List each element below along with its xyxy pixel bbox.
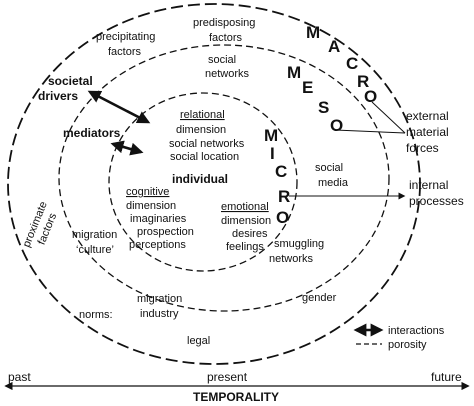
legend-interactions-label: interactions <box>388 325 445 337</box>
predisposing-label: factors <box>209 32 243 44</box>
macro-letter: A <box>328 37 340 56</box>
cognitive-item: prospection <box>137 226 194 238</box>
cognitive-item: perceptions <box>129 239 186 251</box>
meso-letter: M <box>287 63 301 82</box>
legend: interactions porosity <box>353 323 445 351</box>
emotional-item: feelings <box>226 241 264 253</box>
social-media-label: media <box>318 177 349 189</box>
social-networks-label: networks <box>205 68 250 80</box>
micro-letter: R <box>278 187 290 206</box>
cognitive-dimension: dimension <box>126 200 176 212</box>
meso-ring-label: M E S O <box>287 63 343 135</box>
micro-letter: M <box>264 126 278 145</box>
macro-ring-label: M A C R O <box>306 23 377 106</box>
relational-item: social location <box>170 151 239 163</box>
timeline-future: future <box>431 370 462 384</box>
timeline-present: present <box>207 370 248 384</box>
meso-letter: S <box>318 98 329 117</box>
external-forces-line <box>334 129 406 134</box>
micro-letter: C <box>275 162 287 181</box>
precipitating-label: factors <box>108 46 142 58</box>
external-material-forces-label: material <box>406 125 449 139</box>
micro-ring <box>108 92 298 272</box>
macro-letter: O <box>364 87 377 106</box>
migration-industry-label: industry <box>140 308 179 320</box>
macro-ring <box>7 3 421 365</box>
smuggling-networks-label: smuggling <box>274 238 324 250</box>
micro-letter: I <box>270 144 275 163</box>
societal-drivers-label: societal <box>48 74 93 88</box>
emotional-label: emotional <box>221 201 269 213</box>
norms-label: norms: <box>79 309 113 321</box>
migration-culture-label: ‘culture’ <box>76 244 114 256</box>
societal-drivers-label: drivers <box>38 89 78 103</box>
timeline-past: past <box>8 370 31 384</box>
emotional-item: desires <box>232 228 268 240</box>
migration-industry-label: migration <box>137 293 182 305</box>
relational-dimension: dimension <box>176 124 226 136</box>
macro-letter: M <box>306 23 320 42</box>
legend-porosity-label: porosity <box>388 339 427 351</box>
macro-letter: R <box>357 72 369 91</box>
external-forces-line <box>371 101 406 134</box>
emotional-dimension: dimension <box>221 215 271 227</box>
interaction-arrow <box>110 140 144 156</box>
meso-letter: O <box>330 116 343 135</box>
smuggling-networks-label: networks <box>269 253 314 265</box>
predisposing-label: predisposing <box>193 17 255 29</box>
proximate-factors-label: proximate factors <box>21 200 60 249</box>
internal-processes-label: processes <box>409 194 464 208</box>
relational-label: relational <box>180 109 225 121</box>
precipitating-label: precipitating <box>96 31 155 43</box>
relational-item: social networks <box>169 138 245 150</box>
external-material-forces-label: forces <box>406 141 439 155</box>
mediators-label: mediators <box>63 126 121 140</box>
micro-ring-label: M I C R O <box>264 126 290 227</box>
social-networks-label: social <box>208 54 236 66</box>
timeline-title: TEMPORALITY <box>193 390 279 404</box>
external-material-forces-label: external <box>406 109 449 123</box>
cognitive-label: cognitive <box>126 186 169 198</box>
interaction-arrow <box>87 90 151 124</box>
migration-culture-label: migration <box>72 229 117 241</box>
internal-processes-label: internal <box>409 178 448 192</box>
legal-label: legal <box>187 335 210 347</box>
gender-label: gender <box>302 292 337 304</box>
macro-letter: C <box>346 54 358 73</box>
meso-ring <box>58 44 390 312</box>
individual-label: individual <box>172 172 228 186</box>
micro-letter: O <box>276 208 289 227</box>
cognitive-item: imaginaries <box>130 213 187 225</box>
social-media-label: social <box>315 162 343 174</box>
temporality-timeline: past present future TEMPORALITY <box>4 370 470 404</box>
meso-letter: E <box>302 78 313 97</box>
